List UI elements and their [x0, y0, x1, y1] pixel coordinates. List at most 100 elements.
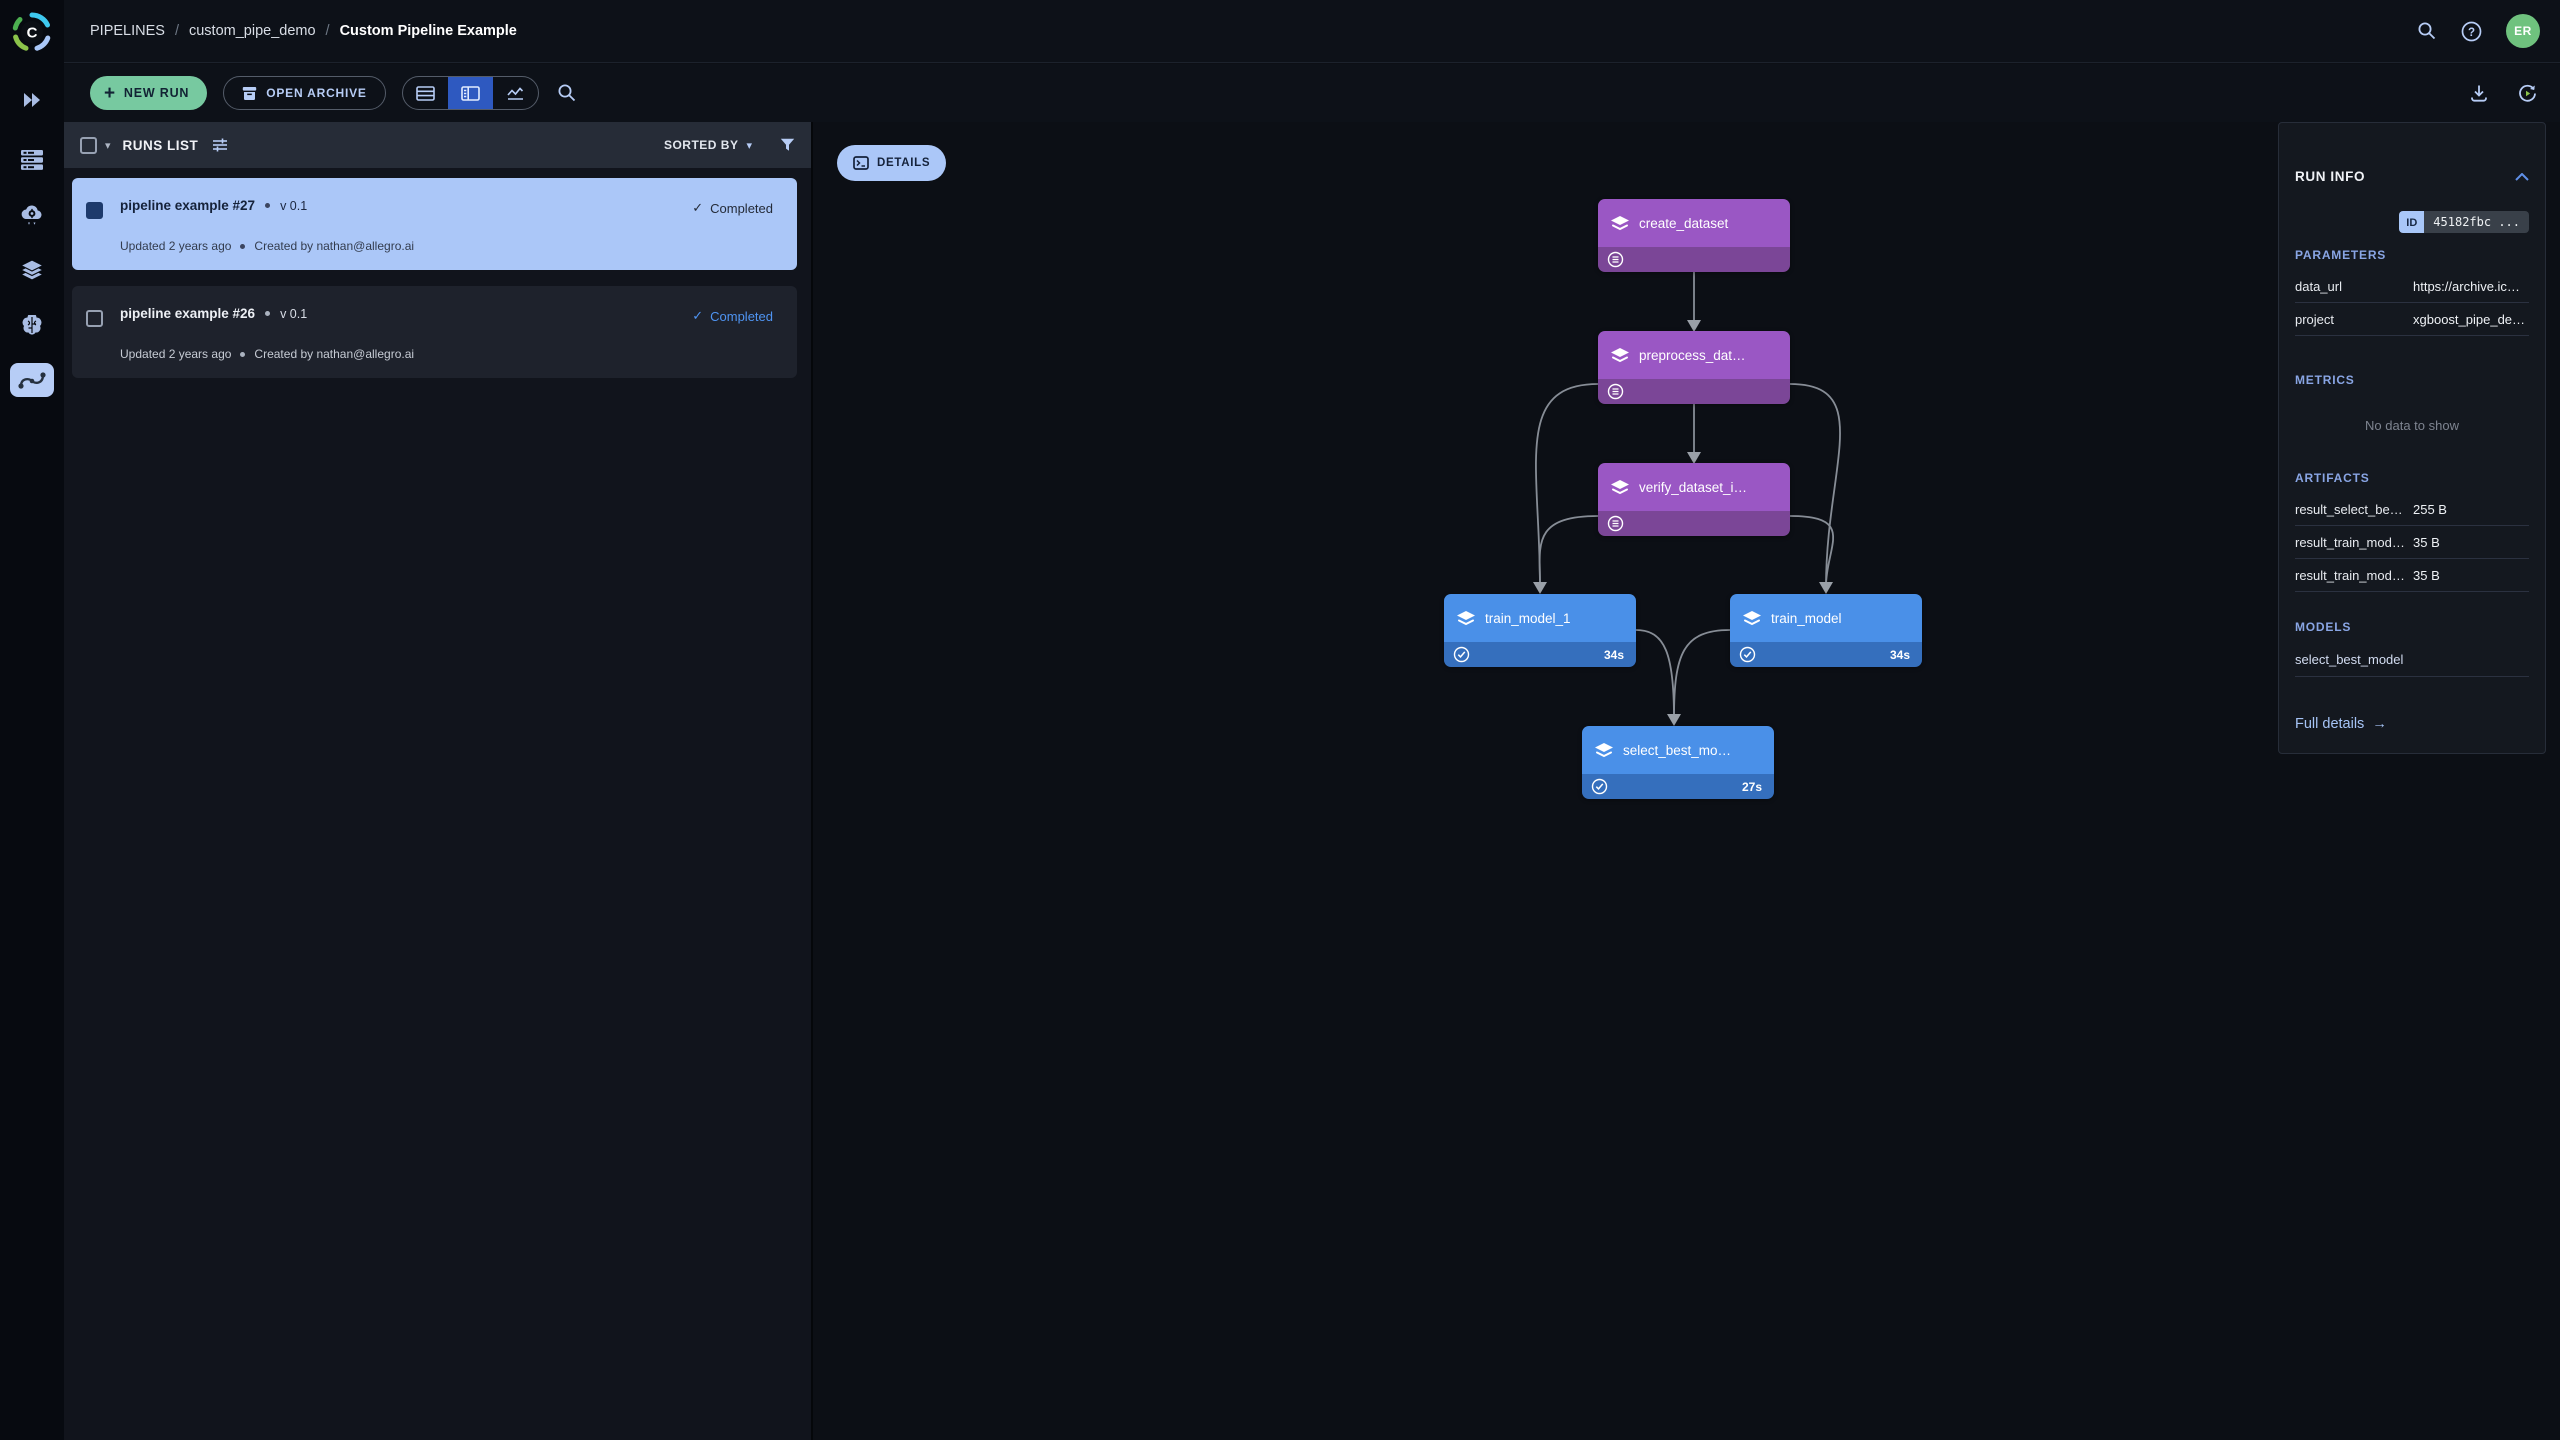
sidebar-item-expand[interactable]: [0, 78, 64, 122]
artifact-row[interactable]: result_train_mod… 35 B: [2295, 526, 2529, 559]
runs-list-header: ▾ RUNS LIST SORTED BY ▾: [64, 122, 811, 168]
run-status-badge: ✓ Completed: [692, 200, 773, 216]
filter-icon[interactable]: [780, 138, 795, 152]
task-stack-icon: [1595, 742, 1613, 757]
projects-icon: [21, 150, 43, 170]
cached-menu-icon: [1607, 383, 1624, 400]
node-train-model[interactable]: train_model 34s: [1730, 594, 1922, 667]
view-toggle-chart[interactable]: [493, 77, 538, 109]
artifact-row[interactable]: result_select_be… 255 B: [2295, 493, 2529, 526]
run-title[interactable]: pipeline example #26: [120, 306, 256, 321]
node-preprocess-dataset[interactable]: preprocess_dat…: [1598, 331, 1790, 404]
pipelines-icon: [18, 372, 46, 389]
node-select-best-model[interactable]: select_best_mo… 27s: [1582, 726, 1774, 799]
node-footer: 27s: [1582, 774, 1774, 799]
metrics-empty-state: No data to show: [2365, 418, 2459, 433]
run-title[interactable]: pipeline example #27: [120, 198, 256, 213]
full-details-link[interactable]: Full details →: [2295, 716, 2529, 732]
top-bar: PIPELINES / custom_pipe_demo / Custom Pi…: [64, 0, 2560, 63]
clearml-logo[interactable]: C: [0, 0, 64, 63]
archive-icon: [243, 86, 257, 100]
run-status-badge: ✓ Completed: [692, 308, 773, 324]
artifacts-section-title: ARTIFACTS: [2295, 471, 2370, 485]
node-header: select_best_mo…: [1582, 726, 1774, 774]
run-meta: Updated 2 years ago Created by nathan@al…: [120, 239, 414, 253]
run-info-panel: RUN INFO ID 45182fbc ... PARAMETERS data…: [2278, 122, 2546, 754]
parameters-section-title: PARAMETERS: [2295, 248, 2387, 262]
new-run-label: NEW RUN: [123, 86, 190, 100]
run-card-26[interactable]: pipeline example #26 v 0.1 Updated 2 yea…: [72, 286, 797, 378]
table-view-icon: [415, 85, 435, 101]
sidebar-item-projects[interactable]: [0, 138, 64, 182]
parameter-row[interactable]: project xgboost_pipe_de…: [2295, 303, 2529, 336]
models-section-title: MODELS: [2295, 620, 2352, 634]
run-creator: Created by nathan@allegro.ai: [254, 239, 415, 253]
sidebar-item-pipelines[interactable]: [0, 358, 64, 402]
cloud-gear-icon: [21, 205, 42, 225]
node-footer: 34s: [1444, 642, 1636, 667]
help-button[interactable]: ?: [2461, 21, 2482, 42]
run-checkbox[interactable]: [86, 202, 103, 219]
model-row[interactable]: select_best_model: [2295, 642, 2529, 677]
run-checkbox[interactable]: [86, 310, 103, 327]
completed-check-icon: [1739, 646, 1756, 663]
pipeline-graph-area[interactable]: DETAILS create_dataset prepro: [813, 122, 2560, 1440]
run-version: v 0.1: [280, 198, 308, 213]
node-verify-dataset-integrity[interactable]: verify_dataset_i…: [1598, 463, 1790, 536]
list-settings-icon[interactable]: [212, 138, 228, 152]
sorted-by-button[interactable]: SORTED BY: [663, 138, 739, 152]
full-details-label: Full details: [2295, 716, 2365, 732]
breadcrumb-project[interactable]: custom_pipe_demo: [188, 23, 316, 39]
dot-separator: [265, 311, 271, 316]
open-archive-button[interactable]: OPEN ARCHIVE: [223, 76, 386, 110]
run-id-chip[interactable]: ID 45182fbc ...: [2399, 211, 2529, 233]
task-stack-icon: [1611, 479, 1629, 494]
task-stack-icon: [1743, 610, 1761, 625]
details-button[interactable]: DETAILS: [837, 145, 947, 181]
layers-icon: [20, 259, 44, 281]
parameter-row[interactable]: data_url https://archive.ic…: [2295, 270, 2529, 303]
parameter-value: xgboost_pipe_de…: [2413, 312, 2526, 327]
run-updated: Updated 2 years ago: [120, 239, 232, 253]
download-button[interactable]: [2469, 84, 2489, 103]
view-toggle-split[interactable]: [447, 77, 493, 109]
new-run-button[interactable]: + NEW RUN: [90, 76, 208, 110]
completed-check-icon: [1591, 778, 1608, 795]
node-footer: [1598, 511, 1790, 536]
dag-edges: [1533, 272, 1841, 726]
parameters-rows: data_url https://archive.ic… project xgb…: [2295, 270, 2529, 336]
chevron-up-icon[interactable]: [2515, 172, 2529, 181]
select-all-caret-icon[interactable]: ▾: [105, 139, 111, 152]
node-header: train_model: [1730, 594, 1922, 642]
run-creator: Created by nathan@allegro.ai: [254, 347, 415, 361]
run-status-label: Completed: [710, 308, 773, 324]
global-search-button[interactable]: [2417, 21, 2437, 41]
parameter-value: https://archive.ic…: [2413, 279, 2520, 294]
run-card-27[interactable]: pipeline example #27 v 0.1 Updated 2 yea…: [72, 178, 797, 270]
artifact-row[interactable]: result_train_mod… 35 B: [2295, 559, 2529, 592]
view-toggle-table[interactable]: [403, 77, 448, 109]
runs-search-button[interactable]: [557, 83, 577, 103]
node-train-model-1[interactable]: train_model_1 34s: [1444, 594, 1636, 667]
artifact-size: 255 B: [2413, 502, 2447, 517]
run-version: v 0.1: [280, 306, 308, 321]
sorted-by-caret-icon[interactable]: ▾: [746, 139, 752, 152]
sidebar-item-datasets[interactable]: [0, 248, 64, 292]
select-all-checkbox[interactable]: [80, 136, 97, 154]
node-label: select_best_mo…: [1623, 742, 1732, 758]
sidebar-item-models[interactable]: [0, 303, 64, 347]
artifact-name: result_select_be…: [2295, 502, 2403, 517]
breadcrumb-pipelines[interactable]: PIPELINES: [90, 23, 165, 39]
node-duration: 27s: [1741, 779, 1762, 794]
sidebar-item-hyper-datasets[interactable]: [0, 193, 64, 237]
check-icon: ✓: [692, 200, 704, 215]
artifact-name: result_train_mod…: [2295, 568, 2405, 583]
breadcrumb-current: Custom Pipeline Example: [339, 23, 517, 39]
auto-refresh-button[interactable]: [2517, 83, 2538, 104]
id-value: 45182fbc ...: [2424, 211, 2529, 233]
node-create-dataset[interactable]: create_dataset: [1598, 199, 1790, 272]
pipeline-toolbar: + NEW RUN OPEN ARCHIVE: [64, 64, 2560, 122]
avatar[interactable]: ER: [2506, 14, 2540, 48]
run-id-row: ID 45182fbc ...: [2295, 211, 2529, 233]
search-icon: [2418, 22, 2436, 40]
